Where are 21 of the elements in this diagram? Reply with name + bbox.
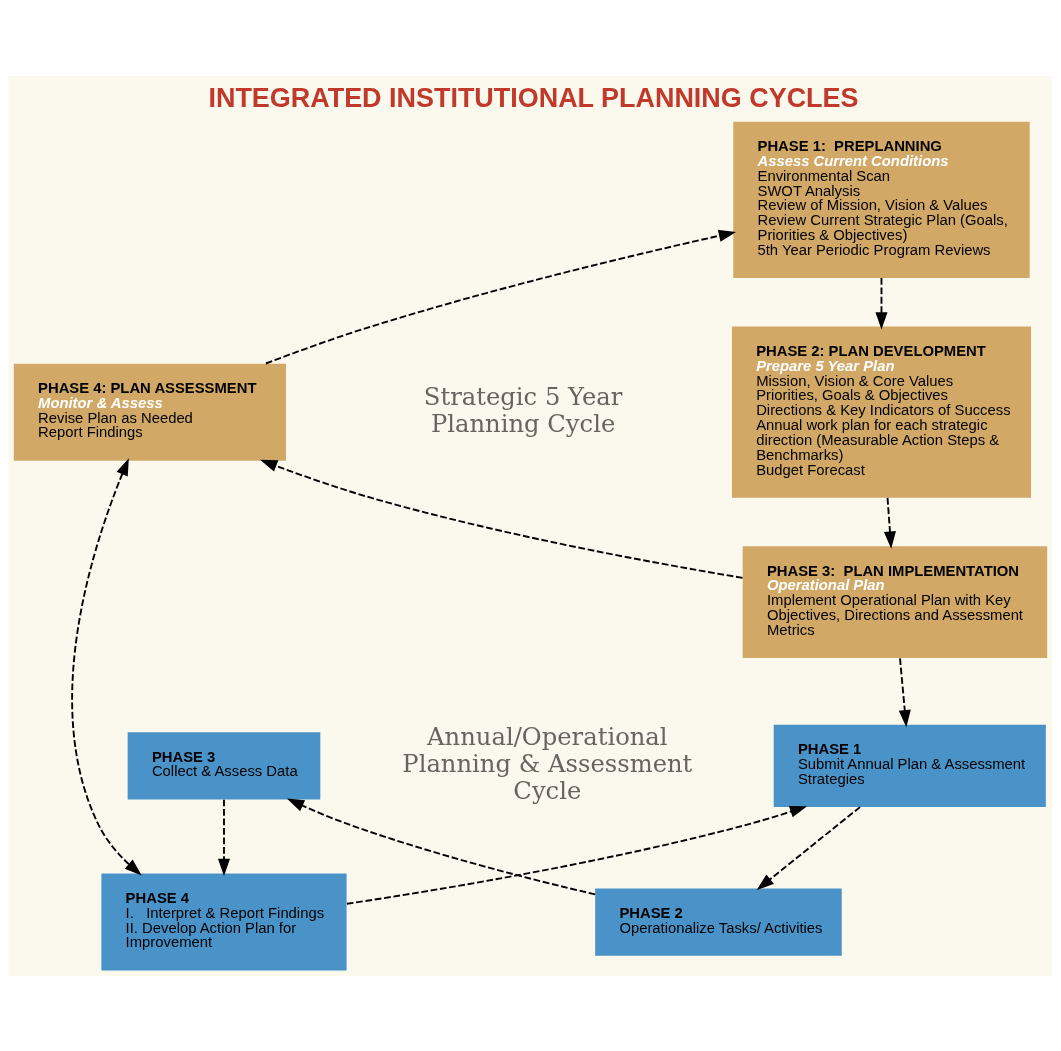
node-box: PHASE 2 Operationalize Tasks/ Activities xyxy=(595,887,842,956)
label: Strategic 5 Year Planning Cycle xyxy=(423,381,623,438)
arrow xyxy=(883,496,896,549)
arrow xyxy=(217,798,231,876)
node-box: PHASE 2: PLAN DEVELOPMENT Prepare 5 Year Plan Mission, Vision & Core Values Priorities, Goals & Objectives Directions & Key Indicators of Success Annual work plan for each strategic direction (Measurable Action Steps & Benchmarks) Budget Forecast xyxy=(731,326,1031,498)
node-box: PHASE 3: PLAN IMPLEMENTATION Operational Plan Implement Operational Plan with Key Objectives, Directions and Assessment Metrics xyxy=(742,545,1048,658)
arrow xyxy=(345,805,808,905)
node-box: PHASE 1 Submit Annual Plan & Assessment Strategies xyxy=(773,724,1046,807)
node-box: PHASE 1: PREPLANNING Assess Current Conditions Environmental Scan SWOT Analysis Review of Mission, Vision & Values Review Current Strategic Plan (Goals, Priorities & Objectives) 5th Year Periodic Program Reviews xyxy=(733,121,1030,278)
node-box: PHASE 3 Collect & Assess Data xyxy=(127,731,321,799)
arrow xyxy=(286,798,596,895)
arrow xyxy=(756,805,861,890)
node-box: PHASE 4: PLAN ASSESSMENT Monitor & Assess Revise Plan as Needed Report Findings xyxy=(13,363,286,461)
arrow xyxy=(264,229,737,364)
arrow xyxy=(898,657,911,727)
diagram-title: INTEGRATED INSTITUTIONAL PLANNING CYCLES xyxy=(208,82,859,113)
arrow xyxy=(875,276,888,329)
node-box: PHASE 4 I. Interpret & Report Findings II. Develop Action Plan for Improvement xyxy=(101,873,347,971)
label: Annual/Operational Planning & Assessment Cycle xyxy=(402,721,693,805)
arrow xyxy=(260,459,744,579)
arrow xyxy=(71,457,142,875)
